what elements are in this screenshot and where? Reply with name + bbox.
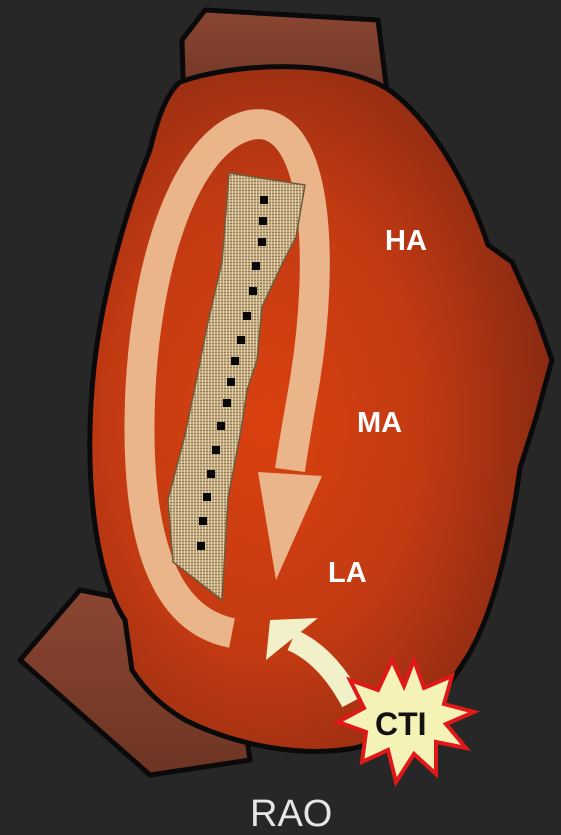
view-label-rao: RAO bbox=[250, 793, 332, 835]
label-ha: HA bbox=[385, 225, 427, 257]
label-la: LA bbox=[328, 557, 367, 589]
label-cti: CTI bbox=[375, 706, 427, 742]
label-ma: MA bbox=[357, 407, 402, 439]
